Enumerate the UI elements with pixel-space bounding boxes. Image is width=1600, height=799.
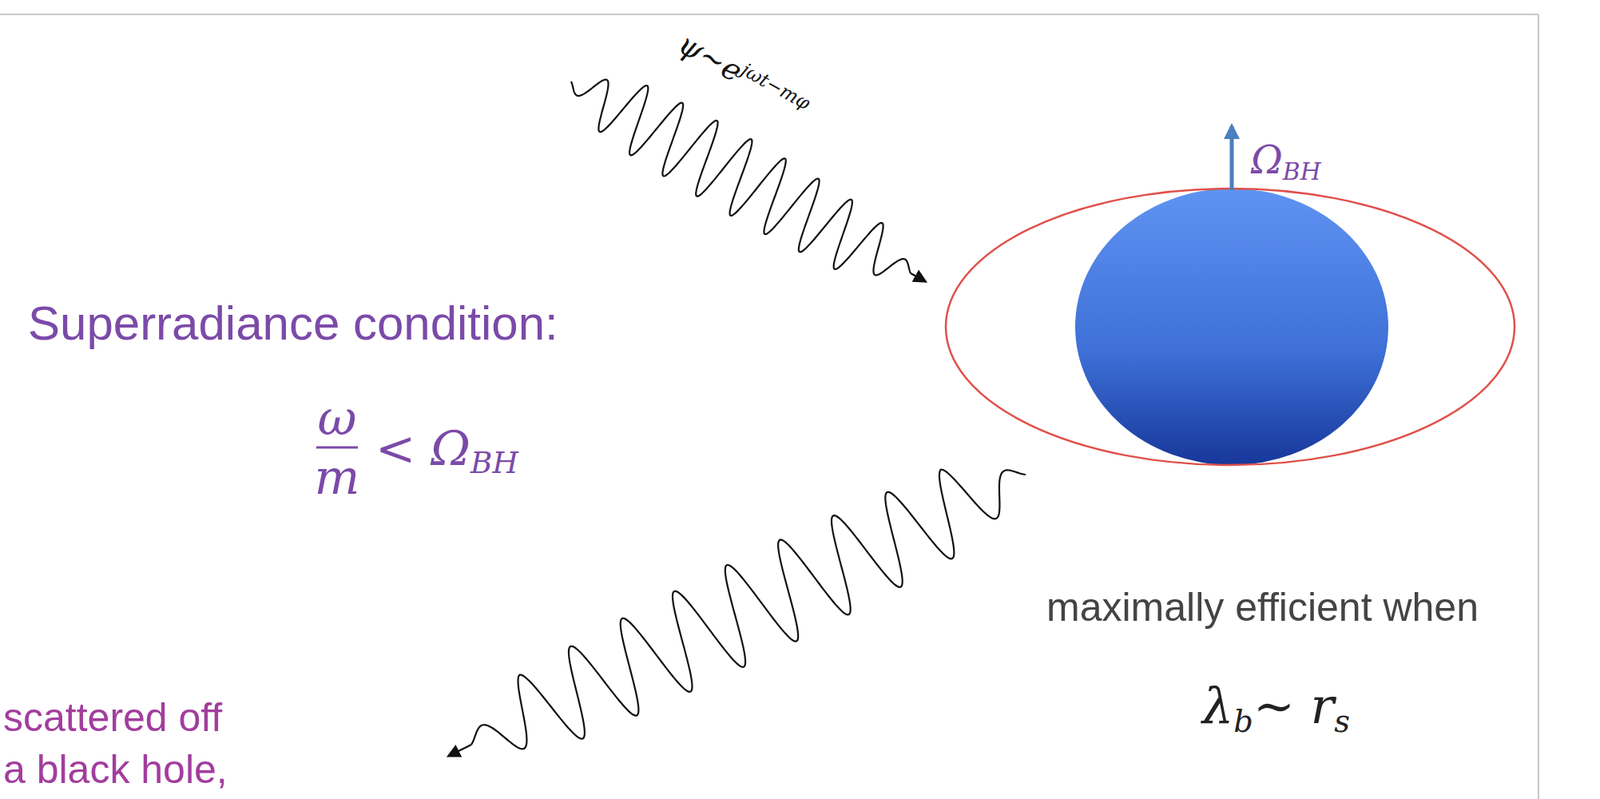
scatter-note: scattered off a black hole,: [3, 691, 243, 796]
spin-label: ΩBH: [1250, 138, 1322, 186]
math-index: b: [1233, 702, 1254, 739]
math-index: BH: [470, 444, 519, 481]
black-hole: [1075, 188, 1389, 465]
wave-phase: ψ~ejωt−mφ: [672, 27, 814, 126]
fraction-bar: [316, 446, 358, 449]
math-index: jωt−mφ: [737, 58, 814, 115]
label-text: ∼ r: [1253, 676, 1334, 735]
incident-wave: [571, 79, 911, 276]
math-index: s: [1333, 702, 1350, 739]
frame-line: [0, 13, 1539, 16]
fraction-numerator: ω: [313, 391, 362, 445]
condition-rhs: < ΩBH: [375, 421, 519, 480]
condition-heading: Superradiance condition:: [27, 297, 559, 350]
scattered-wave-arrow: [448, 744, 472, 756]
label-text: Superradiance condition:: [27, 296, 559, 350]
wavelength-relation: λb∼ rs: [1202, 678, 1350, 739]
label-text: maximally efficient when: [1046, 584, 1479, 630]
efficiency-note: maximally efficient when: [1043, 585, 1482, 630]
ergosphere-outline: [945, 188, 1515, 465]
scattered-wave: [471, 469, 1026, 750]
spin-arrow: [1230, 126, 1235, 191]
fraction-denominator: m: [313, 450, 362, 504]
label-text: λ: [1202, 676, 1234, 735]
math-index: BH: [1282, 157, 1322, 186]
label-text: Ω: [1250, 137, 1283, 183]
label-text: < Ω: [375, 420, 471, 477]
label-text: scattered off a black hole,: [3, 694, 228, 792]
incident-wave-arrow: [910, 273, 926, 282]
label-text: ω: [317, 389, 358, 446]
label-text: ψ~e: [672, 25, 749, 89]
frame-line: [1537, 14, 1540, 799]
label-text: m: [314, 448, 361, 505]
